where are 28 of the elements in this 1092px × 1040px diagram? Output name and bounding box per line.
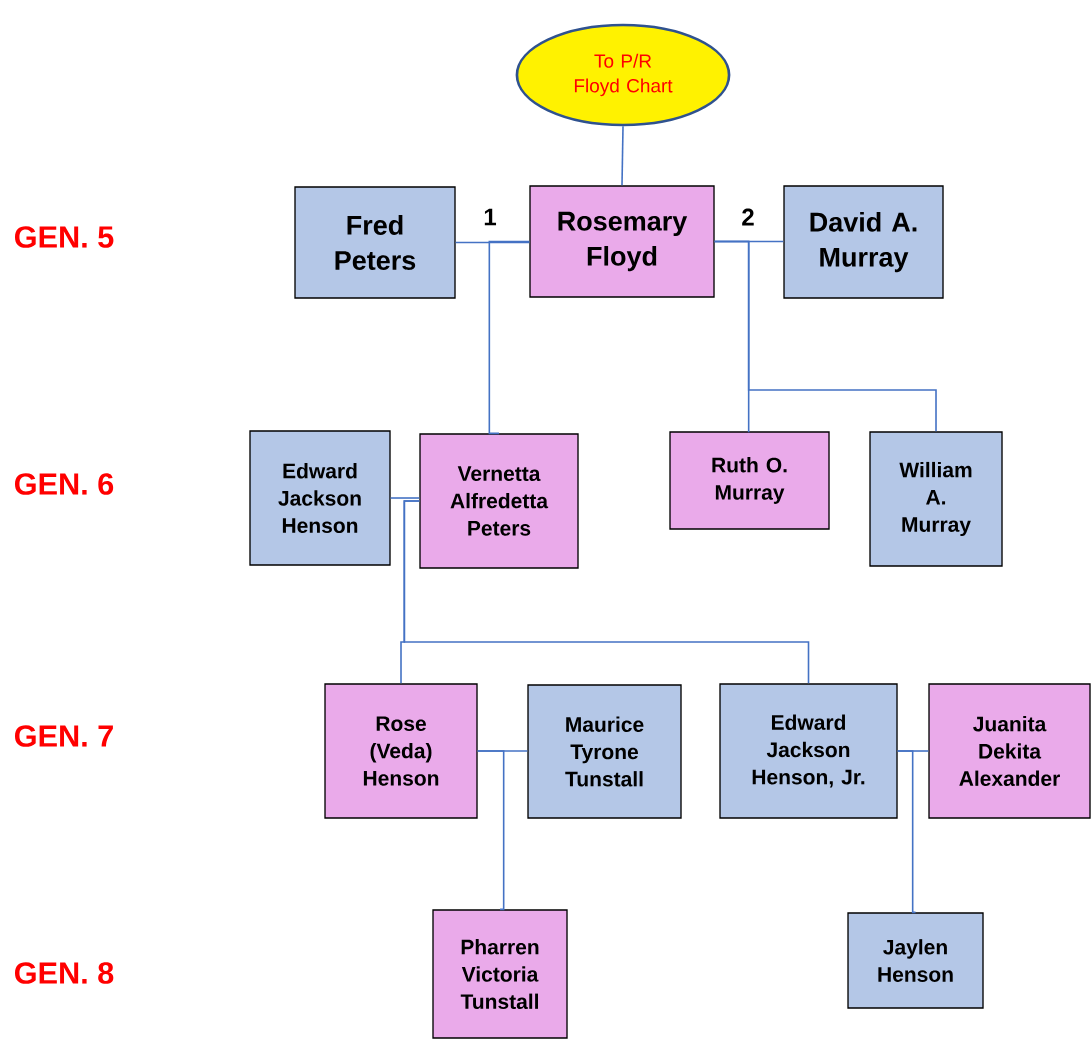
person-box: Fred Peters — [294, 186, 456, 299]
generation-label: GEN. 5 — [15, 226, 114, 248]
connector-line — [476, 750, 505, 911]
edge-label: 1 — [484, 208, 497, 226]
person-box: Maurice Tyrone Tunstall — [527, 684, 682, 819]
connector-line — [896, 750, 917, 914]
oval-node: To P/R Floyd Chart — [515, 23, 731, 127]
person-box: Rose (Veda) Henson — [324, 683, 478, 819]
person-box: David A. Murray — [783, 185, 944, 299]
person-box: Vernetta Alfredetta Peters — [419, 433, 579, 569]
generation-label: GEN. 8 — [15, 962, 114, 984]
person-box: Edward Jackson Henson — [249, 430, 391, 566]
generation-label: GEN. 6 — [15, 473, 114, 495]
connector-line — [621, 125, 624, 187]
person-box: Edward Jackson Henson, Jr. — [719, 683, 898, 819]
connector-line — [403, 500, 810, 685]
edge-label: 2 — [742, 208, 754, 226]
generation-label: GEN. 7 — [15, 725, 113, 747]
person-box: Ruth O. Murray — [669, 431, 830, 530]
connector-line — [389, 497, 421, 499]
person-box: William A. Murray — [869, 431, 1003, 567]
person-box: Juanita Dekita Alexander — [928, 683, 1091, 819]
person-box: Jaylen Henson — [847, 912, 984, 1009]
person-box: Pharren Victoria Tunstall — [432, 909, 568, 1039]
connector-line — [488, 240, 531, 435]
connector-line — [454, 241, 531, 244]
person-box: Rosemary Floyd — [529, 185, 715, 298]
connector-line — [713, 240, 937, 433]
